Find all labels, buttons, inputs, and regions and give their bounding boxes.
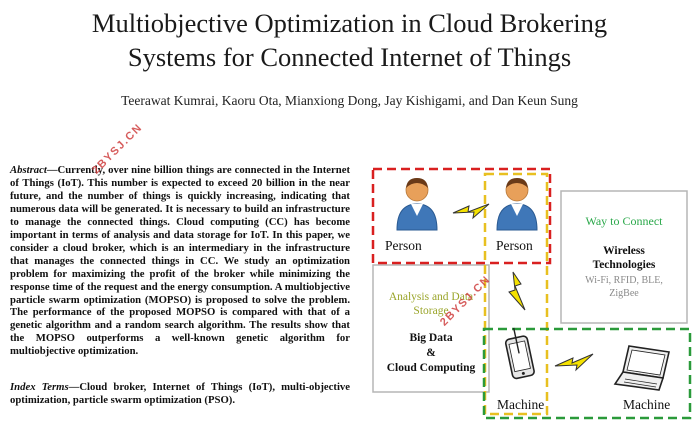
analysis-storage-line2: Storage xyxy=(413,305,449,317)
author-list: Teerawat Kumrai, Kaoru Ota, Mianxiong Do… xyxy=(121,93,578,108)
analysis-storage-line1: Analysis and Data xyxy=(388,291,474,303)
wireless-title-line1: Wireless xyxy=(603,245,645,257)
paper-title: Multiobjective Optimization in Cloud Bro… xyxy=(0,6,699,74)
lightning-bolt-vertical-link xyxy=(508,271,526,311)
way-to-connect-heading: Way to Connect xyxy=(585,214,663,228)
iot-figure-graphics xyxy=(371,167,692,420)
iot-figure: Person Person Machine Machine Way to Con… xyxy=(365,160,699,428)
person-group-frame xyxy=(371,167,552,265)
index-terms-body: —Cloud broker, Internet of Things (IoT),… xyxy=(10,381,350,406)
person-icon-left xyxy=(396,178,438,231)
abstract-heading: Abstract xyxy=(10,164,47,176)
title-line-1: Multiobjective Optimization in Cloud Bro… xyxy=(91,8,608,38)
wireless-list-line1: Wi-Fi, RFID, BLE, xyxy=(585,275,663,286)
abstract-body: —Currently, over nine billion things are… xyxy=(10,164,350,358)
laptop-icon xyxy=(613,345,670,391)
index-terms: Index Terms—Cloud broker, Internet of Th… xyxy=(10,381,350,407)
wireless-box xyxy=(560,190,688,324)
abstract: Abstract—Currently, over nine billion th… xyxy=(10,164,350,358)
person-left-label: Person xyxy=(385,238,422,253)
wireless-list-line2: ZigBee xyxy=(609,288,639,299)
person-right-label: Person xyxy=(496,238,533,253)
machine-left-label: Machine xyxy=(497,397,545,412)
machine-right-label: Machine xyxy=(623,397,671,412)
person-icon-right xyxy=(496,178,538,231)
bigdata-line3: Cloud Computing xyxy=(386,362,476,374)
machine-group-frame xyxy=(482,327,692,420)
lightning-bolt-person-link xyxy=(452,203,490,220)
connection-frame xyxy=(483,172,549,416)
bigdata-line1: Big Data xyxy=(409,332,453,344)
index-terms-heading: Index Terms xyxy=(10,381,69,393)
wireless-title-line2: Technologies xyxy=(592,259,656,271)
title-line-2: Systems for Connected Internet of Things xyxy=(127,42,572,72)
tablet-icon xyxy=(504,327,535,380)
lightning-bolt-machine-link xyxy=(554,353,594,372)
bigdata-line2: & xyxy=(426,347,436,359)
